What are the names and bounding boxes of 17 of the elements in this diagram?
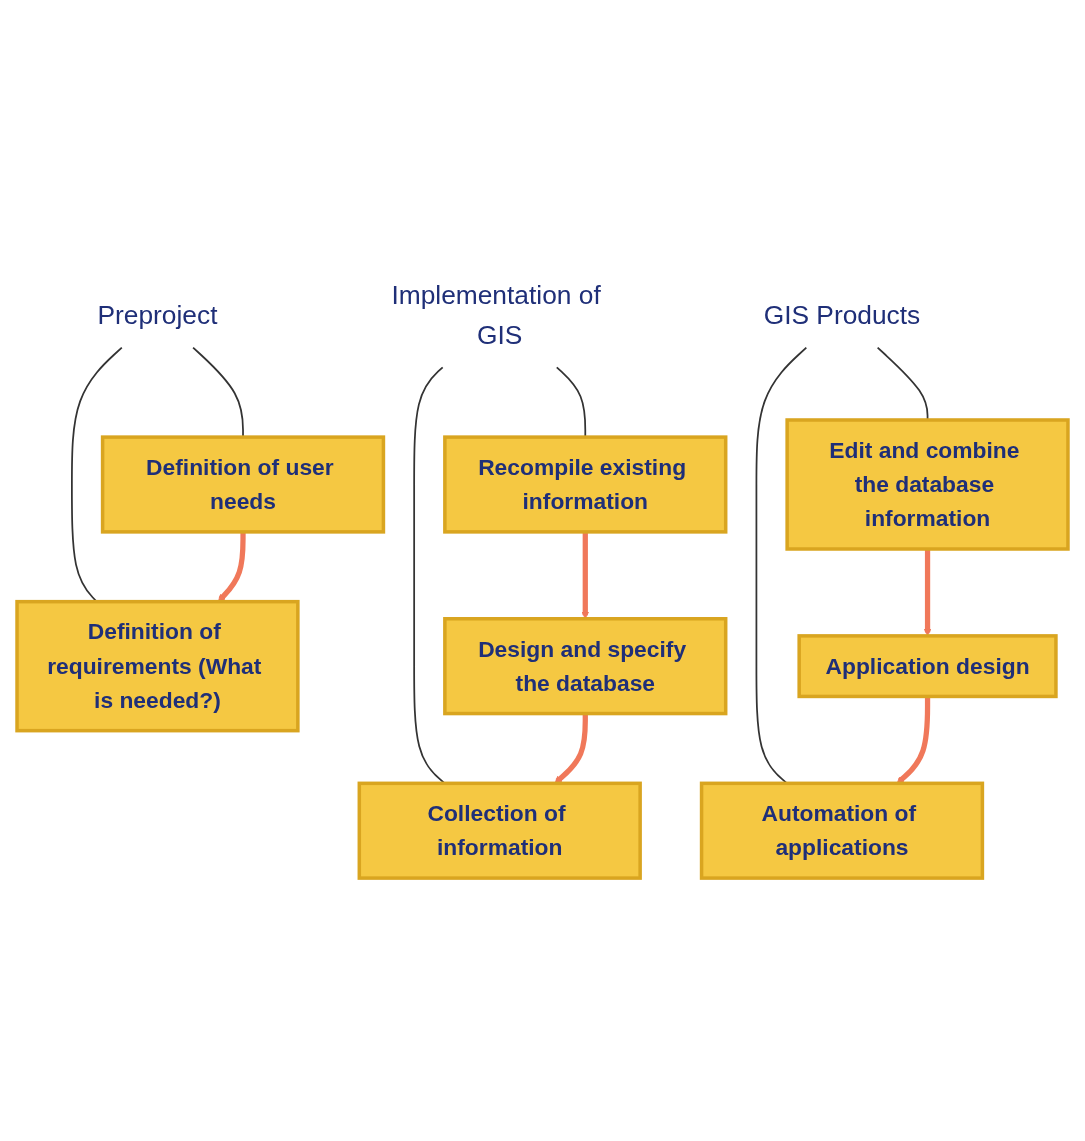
node-box: Edit and combine the database information bbox=[785, 418, 1070, 552]
arrow bbox=[581, 532, 590, 620]
arrow bbox=[554, 714, 588, 785]
node-box: Recompile existing information bbox=[443, 435, 728, 535]
arrow bbox=[923, 549, 932, 637]
arrow bbox=[217, 532, 246, 603]
node-text: Preproject bbox=[97, 300, 218, 330]
node-box: Design and specify the database bbox=[443, 617, 728, 716]
arrow bbox=[896, 696, 931, 785]
node-box: Definition of requirements (What is needed?) bbox=[15, 600, 300, 733]
node-box: Collection of information bbox=[357, 782, 642, 881]
connector bbox=[71, 347, 123, 603]
node-text: GIS Products bbox=[763, 300, 921, 330]
node-box: Definition of user needs bbox=[100, 435, 386, 535]
node-box: Application design bbox=[797, 634, 1058, 699]
node-text: Implementation of GIS bbox=[391, 280, 601, 350]
node-box: Automation of applications bbox=[699, 782, 985, 881]
